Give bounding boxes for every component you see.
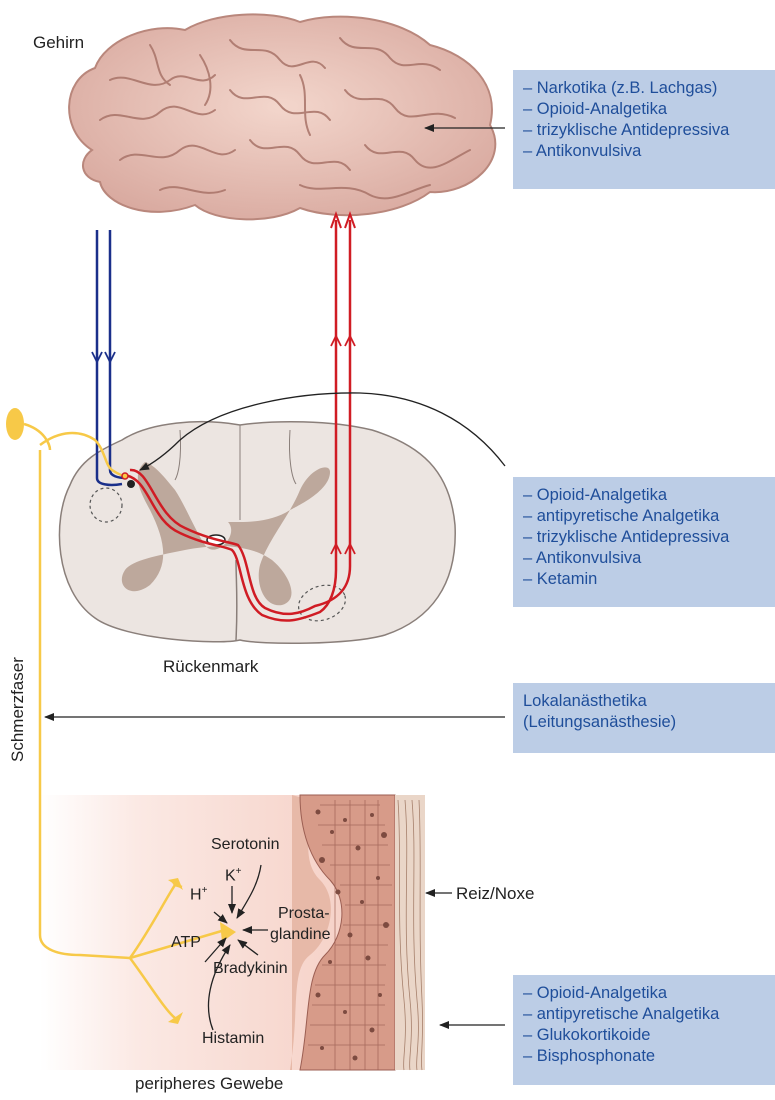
spinal-drug-5: – Ketamin (523, 569, 765, 590)
tissue-drugs-box: – Opioid-Analgetika – antipyretische Ana… (513, 975, 775, 1085)
tissue-drug-4: – Bisphosphonate (523, 1046, 765, 1067)
mediator-glandine: glandine (270, 926, 331, 944)
spinal-drug-2: – antipyretische Analgetika (523, 506, 765, 527)
brain-drug-2: – Opioid-Analgetika (523, 99, 765, 120)
mediator-serotonin: Serotonin (211, 836, 280, 854)
mediator-atp: ATP (171, 934, 201, 952)
synapse-dot (127, 480, 135, 488)
dorsal-root-ganglion (6, 408, 24, 440)
spinal-drug-4: – Antikonvulsiva (523, 548, 765, 569)
spinal-cord-label: Rückenmark (163, 657, 258, 677)
fiber-drug-2: (Leitungsanästhesie) (523, 712, 765, 733)
stimulus-label: Reiz/Noxe (456, 884, 534, 904)
mediator-h: H+ (190, 885, 207, 904)
pain-fiber-label: Schmerzfaser (8, 657, 28, 762)
mediator-prosta: Prosta- (278, 905, 330, 923)
mediator-histamin: Histamin (202, 1030, 264, 1048)
brain-label: Gehirn (33, 33, 84, 53)
brain-drug-4: – Antikonvulsiva (523, 141, 765, 162)
spinal-drug-3: – trizyklische Antidepressiva (523, 527, 765, 548)
peripheral-tissue-label: peripheres Gewebe (135, 1074, 283, 1094)
spinal-drugs-box: – Opioid-Analgetika – antipyretische Ana… (513, 477, 775, 607)
brain-drugs-box: – Narkotika (z.B. Lachgas) – Opioid-Anal… (513, 70, 775, 189)
brain-drug-1: – Narkotika (z.B. Lachgas) (523, 78, 765, 99)
tissue-drug-2: – antipyretische Analgetika (523, 1004, 765, 1025)
brain-illustration (69, 14, 495, 219)
fiber-drugs-box: Lokalanästhetika (Leitungsanästhesie) (513, 683, 775, 753)
mediator-bradykinin: Bradykinin (213, 960, 288, 978)
tissue-drug-1: – Opioid-Analgetika (523, 983, 765, 1004)
fiber-drug-1: Lokalanästhetika (523, 691, 765, 712)
tissue-drug-3: – Glukokortikoide (523, 1025, 765, 1046)
spinal-drug-1: – Opioid-Analgetika (523, 485, 765, 506)
brain-drug-3: – trizyklische Antidepressiva (523, 120, 765, 141)
mediator-k: K+ (225, 866, 242, 885)
